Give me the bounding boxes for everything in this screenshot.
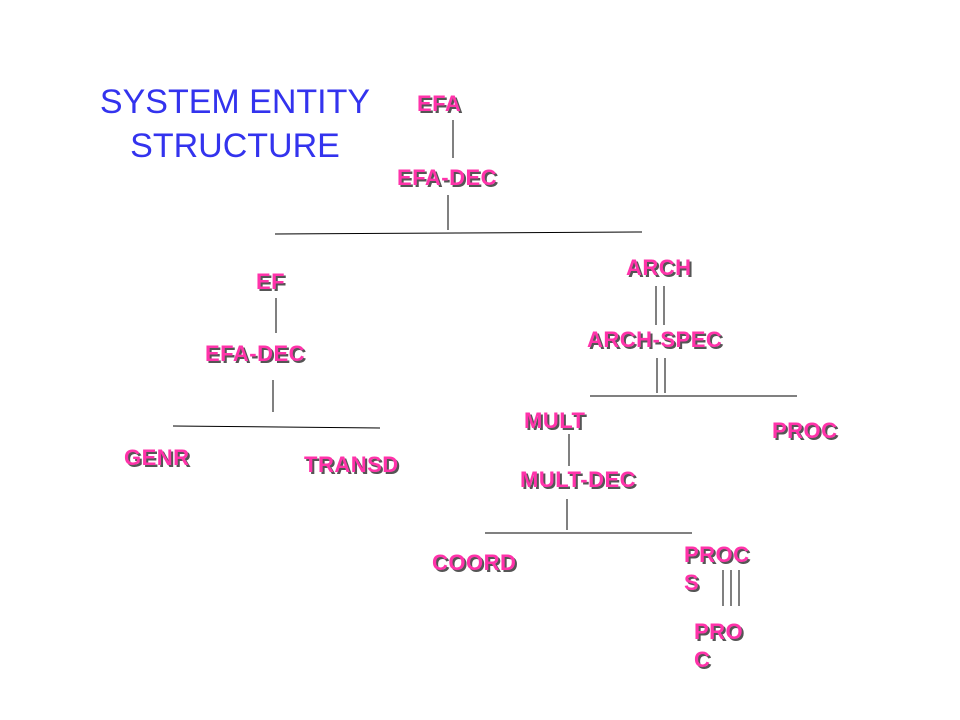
node-proc: PROC	[772, 418, 838, 443]
efa-dec-branch-bar	[274, 231, 643, 235]
node-efa: EFA	[417, 91, 462, 116]
node-efa-dec: EFA-DEC	[397, 165, 498, 190]
title-line-1: SYSTEM ENTITY	[99, 83, 371, 121]
title-line-2: STRUCTURE	[130, 127, 340, 165]
diagram-title: SYSTEM ENTITY STRUCTURE	[60, 80, 410, 168]
node-proc-bottom: PRO C	[694, 619, 744, 672]
node-ef: EF	[256, 269, 286, 294]
efa-dec-ef-branch-bar	[172, 425, 381, 429]
node-arch: ARCH	[626, 255, 692, 280]
node-efa-dec-ef: EFA-DEC	[205, 341, 306, 366]
node-mult: MULT	[524, 408, 586, 433]
node-genr: GENR	[124, 445, 190, 470]
node-coord: COORD	[432, 550, 517, 575]
node-procs: PROC S	[684, 542, 750, 595]
node-arch-spec: ARCH-SPEC	[587, 327, 723, 352]
node-mult-dec: MULT-DEC	[520, 467, 637, 492]
node-transd: TRANSD	[304, 452, 399, 477]
